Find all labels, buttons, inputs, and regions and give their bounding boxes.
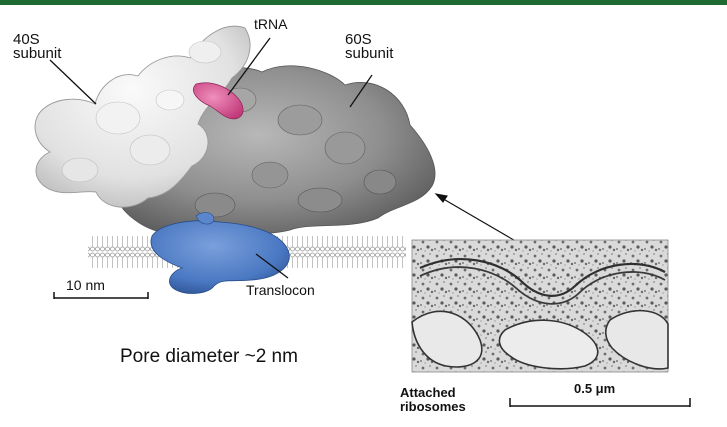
translocon-shape	[150, 212, 290, 294]
leader-40s	[49, 59, 97, 105]
leader-60s	[349, 74, 373, 108]
header-bar	[0, 0, 727, 5]
label-attached-ribosomes: Attached ribosomes	[400, 386, 466, 414]
label-pore-diameter: Pore diameter ~2 nm	[120, 346, 298, 367]
label-40s-line1: 40S	[13, 31, 40, 48]
electron-micrograph	[411, 239, 669, 373]
label-scale-10nm: 10 nm	[66, 277, 105, 293]
label-60s-subunit: 60S subunit	[345, 31, 394, 62]
leader-translocon	[255, 253, 289, 279]
label-attached-line2: ribosomes	[400, 399, 466, 414]
label-40s-line2: subunit	[13, 45, 62, 62]
label-attached-line1: Attached	[400, 385, 456, 400]
leader-trna	[227, 37, 271, 96]
label-40s-subunit: 40S subunit	[13, 31, 62, 62]
label-scale-0-5um: 0.5 μm	[574, 381, 616, 396]
label-translocon: Translocon	[246, 282, 315, 298]
label-60s-line1: 60S	[345, 31, 372, 48]
label-60s-line2: subunit	[345, 45, 394, 62]
scale-bar-right	[509, 398, 691, 407]
label-trna: tRNA	[254, 16, 288, 32]
scale-bar-left	[53, 292, 149, 299]
subunit-40s-shape	[34, 25, 251, 208]
